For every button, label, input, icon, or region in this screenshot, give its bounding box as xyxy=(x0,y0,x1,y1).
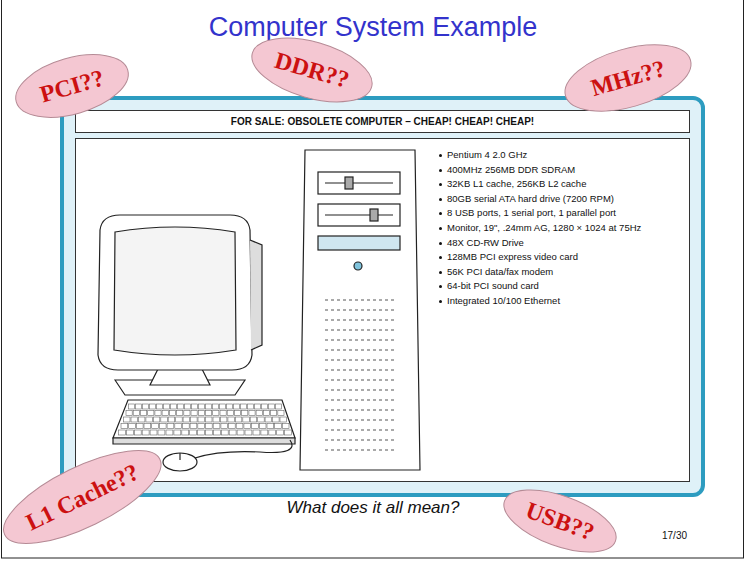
header-band: FOR SALE: OBSOLETE COMPUTER – CHEAP! CHE… xyxy=(75,110,690,133)
spec-item: 48X CD-RW Drive xyxy=(447,237,524,248)
spec-item: 400MHz 256MB DDR SDRAM xyxy=(447,164,575,175)
bullet-dot xyxy=(439,227,442,230)
bullet-dot xyxy=(439,285,442,288)
ad-frame xyxy=(62,98,703,495)
bullet-dot xyxy=(439,271,442,274)
ad-panel-ground xyxy=(75,138,690,482)
bullet-dot xyxy=(439,212,442,215)
bullet-dot xyxy=(439,256,442,259)
spec-item: Monitor, 19", .24mm AG, 1280 × 1024 at 7… xyxy=(447,222,641,233)
slide-title: Computer System Example xyxy=(0,12,746,43)
spec-item: Pentium 4 2.0 GHz xyxy=(447,149,527,160)
monitor xyxy=(98,215,262,395)
spec-item: 64-bit PCI sound card xyxy=(447,280,539,291)
bullet-dot xyxy=(439,242,442,245)
mouse xyxy=(163,440,292,471)
keyboard xyxy=(113,400,295,444)
spec-item: 56K PCI data/fax modem xyxy=(447,266,553,277)
spec-item: 8 USB ports, 1 serial port, 1 parallel p… xyxy=(447,207,616,218)
bullet-dot xyxy=(439,300,442,303)
spec-item: Integrated 10/100 Ethernet xyxy=(447,295,560,306)
bullet-dot xyxy=(439,198,442,201)
spec-item: 80GB serial ATA hard drive (7200 RPM) xyxy=(447,193,614,204)
bullet-dot xyxy=(439,154,442,157)
header-text: FOR SALE: OBSOLETE COMPUTER – CHEAP! CHE… xyxy=(231,116,534,127)
bullet-dot xyxy=(439,183,442,186)
tower-case xyxy=(300,150,420,470)
question-note: What does it all mean? xyxy=(0,498,746,518)
tower-vents xyxy=(325,300,395,450)
bullet-dot xyxy=(439,169,442,172)
keyboard-keys xyxy=(119,404,292,435)
spec-item: 128MB PCI express video card xyxy=(447,251,578,262)
spec-item: 32KB L1 cache, 256KB L2 cache xyxy=(447,178,586,189)
spec-panel: Pentium 4 2.0 GHz 400MHz 256MB DDR SDRAM 3… xyxy=(75,138,690,482)
page-number: 17/30 xyxy=(662,530,687,541)
